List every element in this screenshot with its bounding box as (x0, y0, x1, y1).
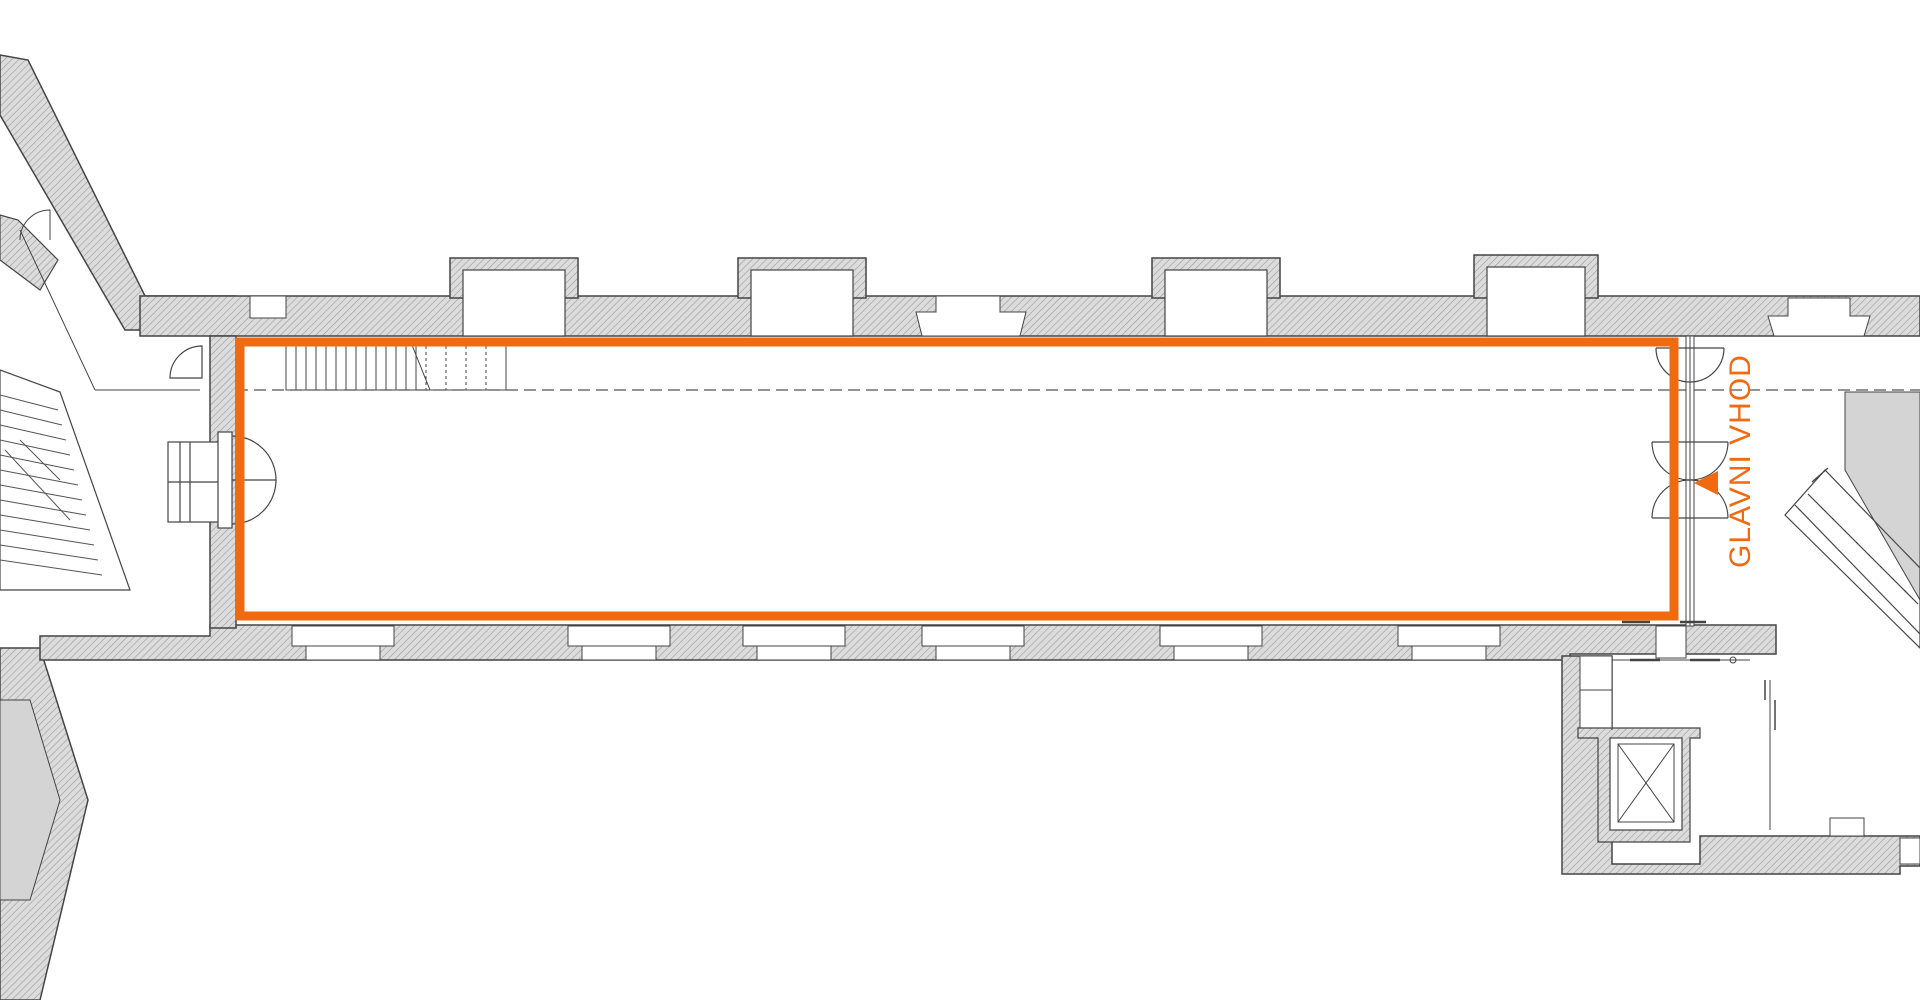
top-staircase (285, 339, 507, 391)
right-staircase (1784, 467, 1920, 649)
highlighted-hall-outline (235, 337, 1679, 621)
right-entrance (1651, 335, 1920, 649)
arrow-left-icon (1694, 471, 1718, 495)
left-wing (0, 54, 237, 1000)
left-diagonal-wall (0, 54, 237, 331)
left-door-swing (169, 345, 203, 379)
entrance-label: GLAVNI VHOD (1724, 354, 1757, 568)
top-window-niches (249, 295, 1871, 337)
right-top-door (1655, 347, 1725, 383)
left-staircase (0, 369, 131, 591)
bottom-window-niches (291, 625, 1501, 661)
left-double-door (167, 431, 277, 529)
top-pilasters (449, 254, 1599, 337)
left-wall-inner (0, 214, 59, 291)
right-main-double-door (1651, 441, 1729, 519)
lower-right-block (1561, 620, 1920, 875)
bottom-wall (39, 624, 1777, 661)
top-wall (139, 254, 1920, 337)
elevator-icon (1609, 737, 1683, 831)
